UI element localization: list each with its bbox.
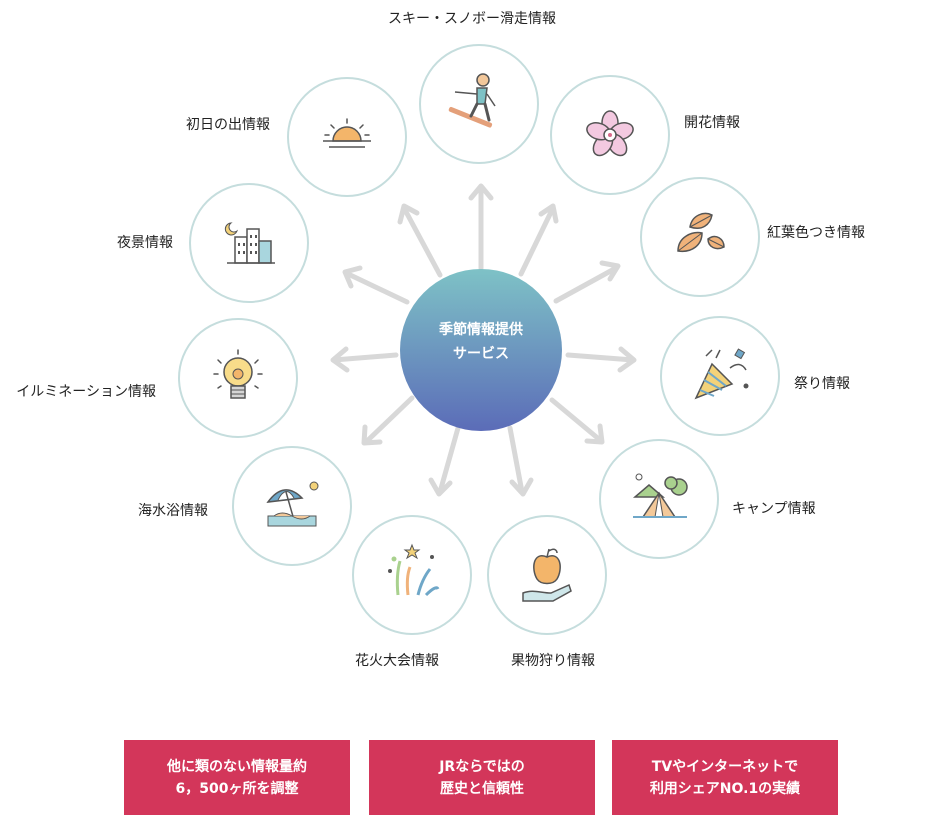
party-popper-icon xyxy=(694,348,749,400)
label-beach: 海水浴情報 xyxy=(138,503,208,519)
label-yakei: 夜景情報 xyxy=(117,235,173,251)
label-fruit: 果物狩り情報 xyxy=(511,653,595,669)
arrow-beach xyxy=(361,395,415,446)
hub-circle xyxy=(400,269,562,431)
label-sakura: 開花情報 xyxy=(684,115,740,131)
arrow-sakura xyxy=(518,203,559,277)
cherry-blossom-icon xyxy=(586,110,634,157)
sunrise-icon xyxy=(323,118,371,148)
label-hanabi: 花火大会情報 xyxy=(355,653,439,669)
label-momiji: 紅葉色つき情報 xyxy=(767,225,865,241)
autumn-leaves-icon xyxy=(677,212,725,253)
label-hinode: 初日の出情報 xyxy=(186,117,270,133)
skier-icon xyxy=(448,73,496,128)
arrow-matsuri xyxy=(565,346,637,373)
badge-share-no1: TVやインターネットで 利用シェアNO.1の実績 xyxy=(612,740,838,815)
camping-tent-icon xyxy=(632,473,688,518)
hub-title-line1: 季節情報提供 xyxy=(439,322,523,338)
hub-title: 季節情報提供 サービス xyxy=(400,318,562,366)
badge-jr-history-text: JRならではの 歴史と信頼性 xyxy=(439,758,525,797)
service-diagram xyxy=(178,44,780,635)
arrow-momiji xyxy=(553,260,621,304)
arrow-illumination xyxy=(330,346,399,373)
label-ski: スキー・スノボー滑走情報 xyxy=(388,11,556,27)
beach-umbrella-icon xyxy=(266,481,319,527)
badge-info-volume-text: 他に類のない情報量約 6，500ヶ所を調整 xyxy=(167,758,307,797)
label-camp: キャンプ情報 xyxy=(732,501,816,517)
arrow-hanabi xyxy=(428,425,461,497)
hub-title-line2: サービス xyxy=(453,346,509,362)
light-bulb-icon xyxy=(213,349,263,399)
badge-info-volume: 他に類のない情報量約 6，500ヶ所を調整 xyxy=(124,740,350,815)
badge-share-no1-text: TVやインターネットで 利用シェアNO.1の実績 xyxy=(649,758,801,797)
arrow-fruit xyxy=(507,425,534,497)
arrow-ski xyxy=(468,183,494,271)
arrows xyxy=(330,183,637,497)
circle-beach xyxy=(232,446,352,566)
arrow-camp xyxy=(549,397,605,445)
circle-hanabi xyxy=(352,515,472,635)
label-matsuri: 祭り情報 xyxy=(794,376,850,392)
night-city-icon xyxy=(224,222,275,264)
arrow-hinode xyxy=(397,203,443,278)
badge-jr-history: JRならではの 歴史と信頼性 xyxy=(369,740,595,815)
fireworks-icon xyxy=(388,543,440,597)
arrow-yakei xyxy=(342,265,410,305)
label-illumination: イルミネーション情報 xyxy=(16,384,156,400)
apple-hand-icon xyxy=(522,548,572,602)
